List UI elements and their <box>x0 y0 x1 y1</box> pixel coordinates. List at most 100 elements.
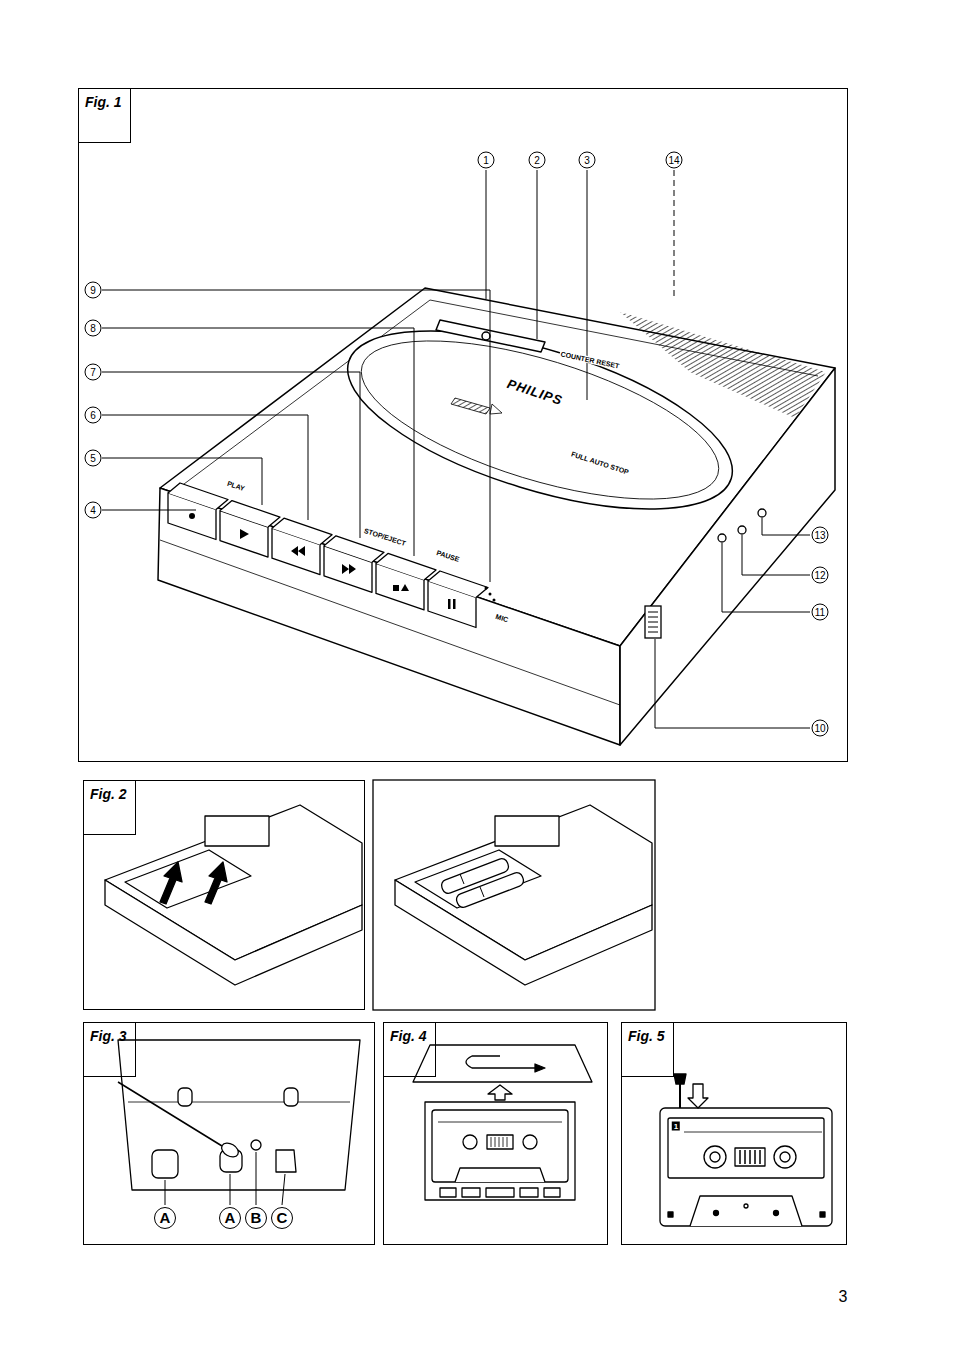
cassette-tab-illustration <box>740 1150 760 1164</box>
tape-head-illustration <box>219 1140 241 1159</box>
recorder-illustration <box>160 540 620 705</box>
transport-keys <box>220 501 280 527</box>
figure-title: Fig. 5 <box>622 1023 674 1077</box>
callout-number: 6 <box>85 407 102 424</box>
leader-line <box>256 1152 257 1205</box>
callout-number: 1 <box>478 152 495 169</box>
leader-line <box>537 170 538 339</box>
transport-keys <box>324 536 384 563</box>
part-letter: A <box>219 1207 241 1229</box>
device-marking: FULL AUTO STOP <box>569 450 630 476</box>
figure-panel: Fig. 5 <box>621 1022 847 1245</box>
part-letter: B <box>245 1207 267 1229</box>
cassette-tab-illustration <box>774 1146 796 1168</box>
leader-line <box>742 535 810 575</box>
side-controls <box>738 526 746 534</box>
figure-panel: Fig. 1 <box>78 88 848 762</box>
cassette-insert-illustration <box>425 1102 575 1200</box>
key-symbols <box>448 599 451 609</box>
transport-keys <box>376 553 436 580</box>
leader-line <box>587 170 588 400</box>
cassette-tab-illustration <box>704 1146 726 1168</box>
side-controls <box>645 509 766 638</box>
cassette-tab-illustration <box>660 1108 832 1226</box>
side-controls <box>718 534 726 542</box>
battery-cover-illustration <box>205 816 269 846</box>
side-controls <box>648 612 658 632</box>
tape-head-illustration <box>178 1088 192 1106</box>
battery-compartment-illustration <box>460 874 484 897</box>
recorder-illustration <box>345 308 736 532</box>
figure-title: Fig. 2 <box>84 781 136 835</box>
cassette-insert-illustration <box>488 1085 512 1100</box>
battery-compartment-illustration <box>455 871 525 909</box>
page-number: 3 <box>839 1288 848 1306</box>
callout-number: 11 <box>812 604 829 621</box>
callout-number: 5 <box>85 450 102 467</box>
key-symbols <box>489 593 492 596</box>
key-symbols <box>189 513 195 519</box>
side-controls <box>645 606 661 638</box>
leader-line <box>282 1174 285 1205</box>
device-marking: MIC <box>494 612 510 623</box>
recorder-illustration <box>482 332 490 340</box>
cassette-insert-illustration <box>487 1135 513 1149</box>
transport-keys <box>428 571 488 598</box>
figure-panel <box>373 780 655 1010</box>
transport-keys <box>168 483 228 510</box>
leader-line <box>655 639 810 728</box>
battery-cover-illustration <box>105 805 362 985</box>
recorder-illustration <box>158 288 835 745</box>
cassette-insert-illustration <box>544 1188 560 1197</box>
device-marking: PAUSE <box>435 549 462 564</box>
figure-panel: Fig. 2 <box>83 780 365 1010</box>
device-marking: COUNTER RESET <box>559 350 621 370</box>
cassette-insert-illustration <box>520 1188 538 1197</box>
cassette-insert-illustration <box>440 1188 456 1197</box>
key-symbols <box>342 564 356 574</box>
key-symbols <box>485 587 488 590</box>
cassette-insert-illustration <box>432 1110 568 1182</box>
figure-title: Fig. 1 <box>79 89 131 143</box>
tape-head-illustration <box>276 1150 296 1172</box>
cassette-tab-illustration <box>774 1211 779 1216</box>
cassette-insert-illustration <box>413 1045 592 1200</box>
part-letter: A <box>154 1207 176 1229</box>
recorder-illustration <box>328 295 751 546</box>
device-marking: STOP/EJECT <box>362 527 407 548</box>
transport-keys <box>168 483 488 628</box>
leader-line <box>165 1180 166 1205</box>
recorder-illustration <box>490 404 502 414</box>
battery-cover-illustration <box>105 880 362 985</box>
cassette-tab-illustration <box>710 1152 720 1162</box>
callout-number: 13 <box>812 527 829 544</box>
battery-compartment-illustration <box>395 805 652 985</box>
callout-number: 8 <box>85 320 102 337</box>
leader-line <box>722 543 810 612</box>
cassette-tab-illustration <box>780 1152 790 1162</box>
battery-cover-illustration <box>160 862 182 904</box>
recorder-illustration <box>451 398 490 414</box>
leader-line <box>165 1152 285 1205</box>
callout-number: 3 <box>579 152 596 169</box>
cassette-tab-illustration <box>684 1132 822 1133</box>
cassette-tab-illustration <box>660 1074 832 1226</box>
key-symbols <box>240 529 249 539</box>
tape-head-illustration <box>118 1040 360 1190</box>
leader-line <box>762 518 810 535</box>
key-symbols <box>291 546 305 556</box>
battery-compartment-illustration <box>395 880 652 985</box>
leader-line <box>102 458 262 505</box>
callout-number: 4 <box>85 502 102 519</box>
callout-number: 7 <box>85 364 102 381</box>
callout-number: 14 <box>666 152 683 169</box>
callout-number: 12 <box>812 567 829 584</box>
callout-number: 2 <box>529 152 546 169</box>
cassette-insert-illustration <box>486 1188 514 1197</box>
cassette-tab-illustration <box>735 1148 765 1166</box>
key-symbols <box>401 584 409 591</box>
key-symbols <box>393 585 399 591</box>
cassette-insert-illustration <box>523 1135 537 1149</box>
cassette-insert-illustration <box>463 1135 477 1149</box>
